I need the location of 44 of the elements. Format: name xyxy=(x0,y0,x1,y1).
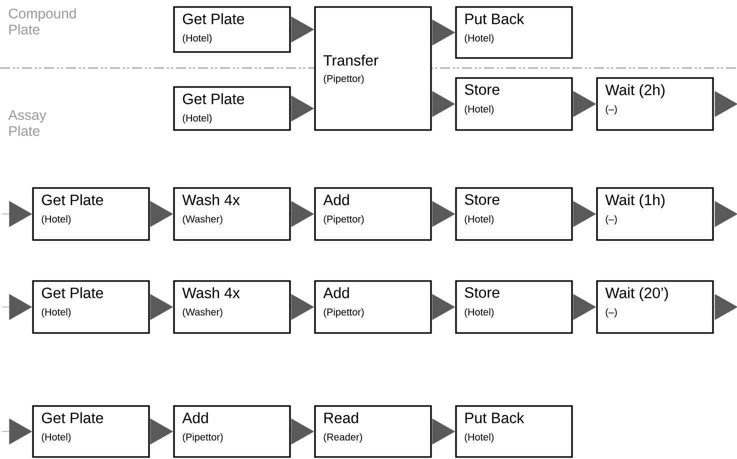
arrow xyxy=(432,418,455,444)
arrow xyxy=(714,294,737,320)
arrow xyxy=(290,201,314,227)
process-box: Store (Hotel) xyxy=(455,77,573,131)
process-box: Store (Hotel) xyxy=(455,187,573,241)
process-box: Get Plate (Hotel) xyxy=(32,187,150,241)
process-box: Read (Reader) xyxy=(314,405,432,458)
process-box: Transfer (Pipettor) xyxy=(314,6,432,131)
process-box: Wash 4x (Washer) xyxy=(173,187,291,241)
arrow xyxy=(432,20,455,46)
row-label: Assay Plate xyxy=(8,110,46,136)
arrow xyxy=(2,294,32,320)
arrow xyxy=(150,294,173,320)
arrow xyxy=(290,96,314,122)
process-box: Put Back (Hotel) xyxy=(455,405,573,458)
process-box: Wait (20’) (–) xyxy=(596,280,714,334)
arrow xyxy=(572,91,596,117)
process-box: Get Plate (Hotel) xyxy=(32,280,150,334)
arrow xyxy=(572,294,596,320)
process-box: Put Back (Hotel) xyxy=(455,6,573,59)
process-box: Get Plate (Hotel) xyxy=(173,6,291,53)
process-box: Wait (2h) (–) xyxy=(596,77,714,131)
process-box: Wait (1h) (–) xyxy=(596,187,714,241)
row-label: Compound Plate xyxy=(8,8,76,34)
arrow xyxy=(432,91,455,117)
arrow xyxy=(432,294,455,320)
arrow xyxy=(432,201,455,227)
process-box: Add (Pipettor) xyxy=(314,187,432,241)
arrow xyxy=(290,16,314,42)
arrow xyxy=(714,91,737,117)
arrow xyxy=(2,418,32,444)
process-box: Add (Pipettor) xyxy=(173,405,291,458)
arrow xyxy=(150,418,173,444)
arrow xyxy=(290,418,314,444)
arrow xyxy=(714,201,737,227)
process-box: Wash 4x (Washer) xyxy=(173,280,291,334)
process-box: Get Plate (Hotel) xyxy=(32,405,150,458)
process-box: Get Plate (Hotel) xyxy=(173,86,291,131)
process-box: Store (Hotel) xyxy=(455,280,573,334)
process-box: Add (Pipettor) xyxy=(314,280,432,334)
arrow xyxy=(290,294,314,320)
arrow xyxy=(2,201,32,227)
arrow xyxy=(150,201,173,227)
arrow xyxy=(572,201,596,227)
